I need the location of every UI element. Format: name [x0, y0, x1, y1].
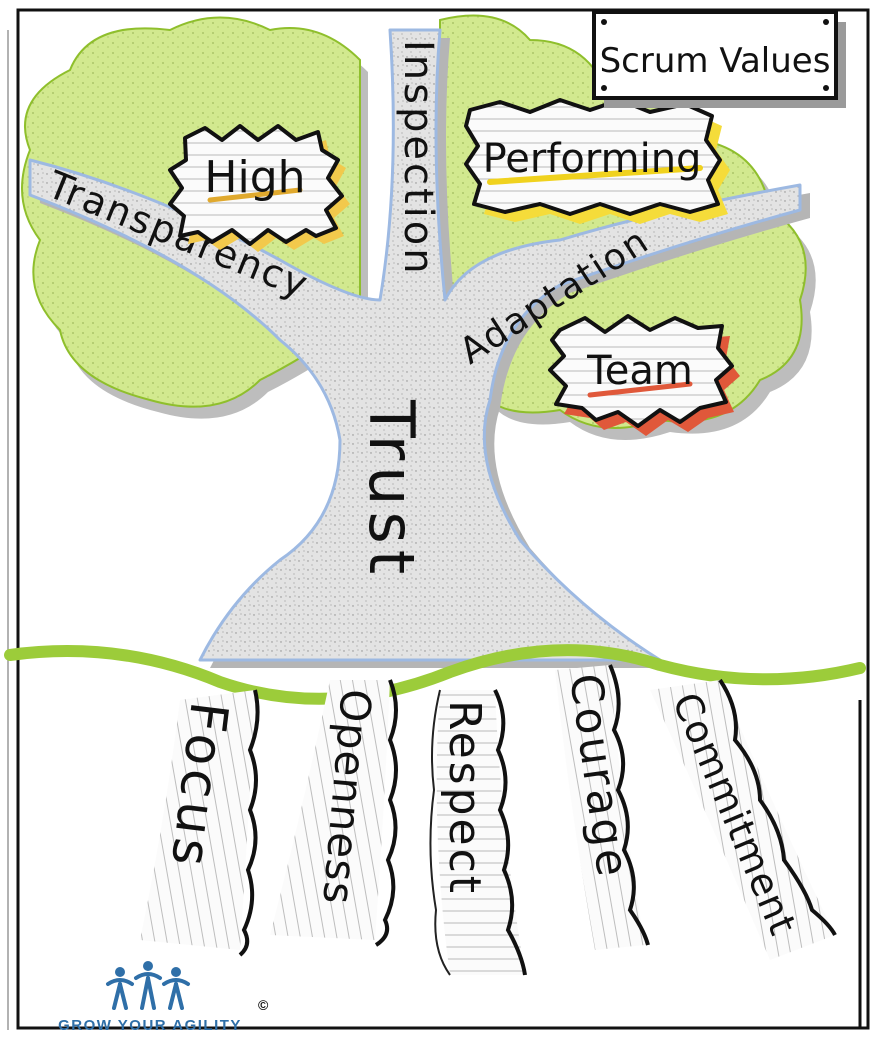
badge-team-label: Team — [586, 348, 693, 394]
root-label-respect: Respect — [439, 700, 490, 896]
people-group-icon — [106, 961, 190, 1010]
root-courage — [555, 664, 650, 950]
badge-performing: Performing — [464, 98, 730, 224]
brand-logo: GROW YOUR AGILITY © — [58, 961, 269, 1034]
badge-performing-label: Performing — [483, 136, 702, 182]
page-title: Scrum Values — [600, 41, 831, 81]
root-focus — [140, 689, 260, 957]
root-openness — [270, 679, 398, 947]
badge-high-label: High — [204, 152, 305, 203]
copyright-mark: © — [258, 997, 269, 1013]
trunk-label-trust: Trust — [355, 399, 428, 580]
root-commitment — [650, 678, 837, 960]
root-respect — [429, 689, 527, 976]
branch-label-inspection: Inspection — [395, 40, 441, 277]
title-box: Scrum Values — [592, 10, 846, 108]
brand-name: GROW YOUR AGILITY — [58, 1017, 242, 1034]
ground-line — [4, 644, 866, 705]
page-frame — [16, 8, 870, 1030]
badge-team: Team — [548, 314, 740, 436]
badge-high: High — [168, 124, 350, 252]
